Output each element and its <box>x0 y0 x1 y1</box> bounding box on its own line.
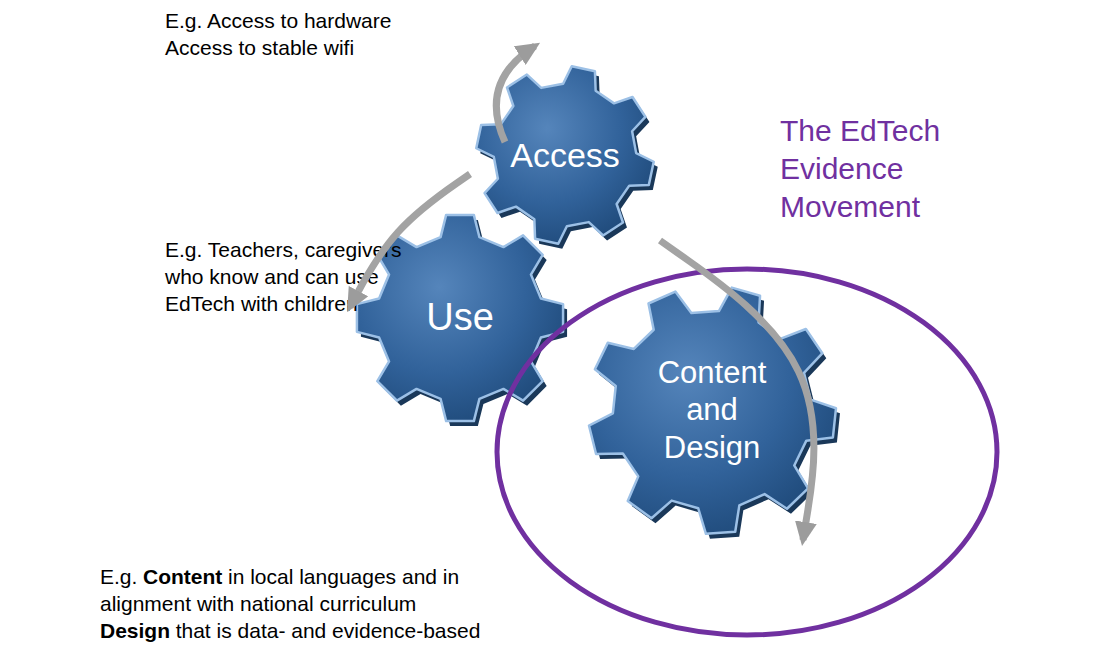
example-text: EdTech with children <box>165 291 358 317</box>
example-text-line: E.g. Teachers, caregivers <box>165 237 407 263</box>
example-text: E.g. <box>100 564 137 590</box>
movement-title: The EdTech Evidence Movement <box>780 112 970 226</box>
example-text: in local languages and in <box>228 564 459 590</box>
example-text-line: who know and can use <box>165 264 384 290</box>
example-text-line: E.g. Access to hardware <box>165 8 397 34</box>
gear-label: Access <box>510 135 620 176</box>
gear-node: Content and Design <box>582 280 842 540</box>
example-text: that is data- and evidence-based <box>176 618 481 644</box>
example-text-line: Access to stable wifi <box>165 35 360 61</box>
gear-text-holder: Content and Design <box>582 280 842 540</box>
example-text: Design <box>100 618 170 644</box>
example-text-line: EdTech with children <box>165 291 363 317</box>
example-text: E.g. Access to hardware <box>165 8 391 34</box>
gear-text-holder: Access <box>470 60 660 250</box>
example-text-line: Designthat is data- and evidence-based <box>100 618 486 644</box>
gear-body <box>589 288 836 534</box>
example-text: E.g. Teachers, caregivers <box>165 237 402 263</box>
example-text: Content <box>143 564 222 590</box>
gear-label: Content and Design <box>642 354 782 466</box>
gear-node: Access <box>470 60 660 250</box>
example-text-line: alignment with national curriculum <box>100 591 422 617</box>
example-text-line: E.g.Contentin local languages and in <box>100 564 465 590</box>
example-text: Access to stable wifi <box>165 35 354 61</box>
gear-label: Use <box>426 295 494 341</box>
ellipse-ring <box>497 269 997 635</box>
example-text: who know and can use <box>165 264 379 290</box>
example-text: alignment with national curriculum <box>100 591 416 617</box>
gear-body <box>476 66 653 243</box>
